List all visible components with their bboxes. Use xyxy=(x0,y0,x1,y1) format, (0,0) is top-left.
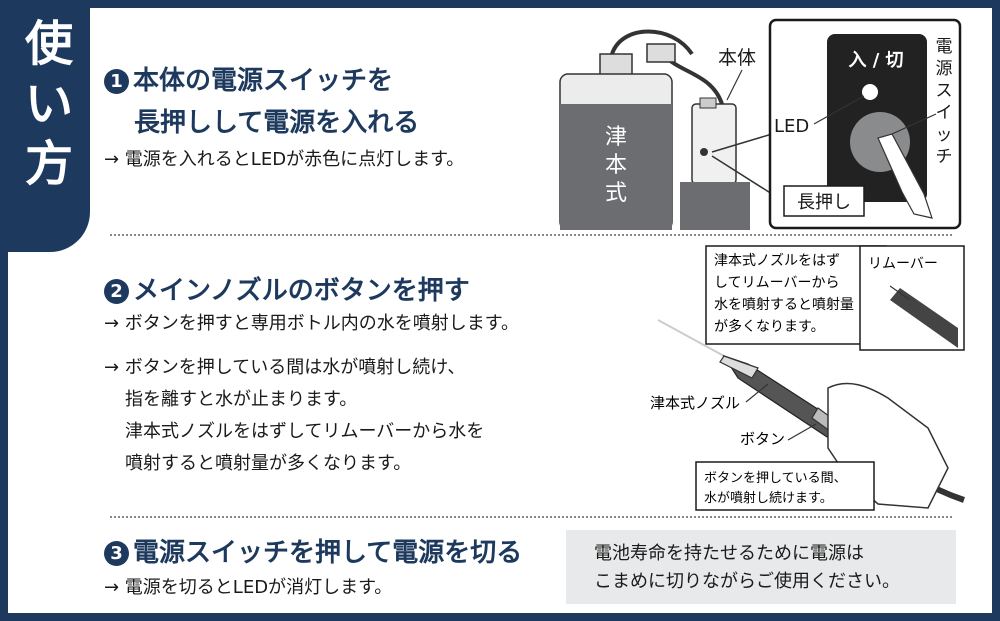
battery-note-line1: 電池寿命を持たせるために電源は xyxy=(594,543,864,564)
remover-tip xyxy=(890,288,958,348)
side-tab: 使 い 方 xyxy=(8,8,90,252)
button-callout-text: ボタンを押している間、 xyxy=(704,471,847,486)
body-label: 本体 xyxy=(718,47,756,69)
step1-title-line1: 本体の電源スイッチを xyxy=(133,66,394,96)
nozzle-tip xyxy=(719,355,759,379)
section-divider xyxy=(110,516,952,518)
power-switch-label-char: ッ xyxy=(936,125,953,145)
step2-description-2: → ボタンを押している間は水が噴射し続け、 指を離すと水が止まります。 津本式ノ… xyxy=(104,352,484,480)
hose-line xyxy=(610,29,694,56)
button-callout-text: 水が噴射し続けます。 xyxy=(704,490,833,506)
step3-number-badge: 3 xyxy=(104,541,129,566)
main-unit-holder xyxy=(680,182,750,230)
led-label-line xyxy=(813,95,865,125)
side-tab-label: 使 い 方 xyxy=(8,14,90,194)
step1-title-line2: 長押しして電源を入れる xyxy=(134,108,420,138)
step3-title-text: 電源スイッチを押して電源を切る xyxy=(133,538,523,568)
remover-label-line xyxy=(889,285,911,301)
nozzle-illustration: 津本式ノズルをはず してリムーバーから 水を噴射すると噴射量 が多くなります。 … xyxy=(650,245,965,511)
zoom-line xyxy=(711,133,773,153)
power-switch-label-char: チ xyxy=(936,147,953,167)
side-tab-char: 方 xyxy=(24,136,73,192)
remover-callout-text: してリムーバーから xyxy=(714,275,839,291)
button-label-line xyxy=(787,423,817,441)
power-switch-label-char: 源 xyxy=(936,59,953,79)
step2-description-2-line3: 津本式ノズルをはずしてリムーバーから水を xyxy=(125,421,485,442)
step3-description: → 電源を切るとLEDが消灯します。 xyxy=(104,577,393,598)
long-press-label: 長押し xyxy=(797,192,851,213)
on-off-label: 入 / 切 xyxy=(848,50,903,71)
step2-description-2-line4: 噴射すると噴射量が多くなります。 xyxy=(125,453,412,474)
side-tab-char: 使 xyxy=(24,16,73,72)
remover-callout-text: 津本式ノズルをはず xyxy=(714,253,840,269)
bottle-sleeve xyxy=(560,104,672,230)
bottle-cap xyxy=(599,53,633,77)
unit-switch-dot xyxy=(700,148,708,156)
battery-note-text: 電池寿命を持たせるために電源は こまめに切りながらご使用ください。 xyxy=(594,540,900,596)
body-label-line xyxy=(726,69,743,101)
led-label: LED xyxy=(774,116,809,137)
zoom-line xyxy=(711,155,773,195)
main-unit xyxy=(691,103,737,185)
side-tab-char: い xyxy=(24,76,73,132)
power-switch-label-line xyxy=(891,113,937,135)
nozzle-label: 津本式ノズル xyxy=(650,394,740,412)
power-switch-label-char: 電 xyxy=(936,37,953,57)
power-switch-illustration: 津 本 式 本体 入 / 切 LED 電 源 ス イ ッ チ 長押し xyxy=(559,18,962,230)
remover-label: リムーバー xyxy=(868,256,938,272)
step2-number-badge: 2 xyxy=(104,279,129,304)
nozzle-label-line xyxy=(745,383,769,403)
power-switch-label-char: ス xyxy=(936,81,953,101)
bottle-text: 式 xyxy=(605,181,627,206)
bottle-text: 本 xyxy=(605,153,627,178)
button-callout xyxy=(695,461,875,511)
remover-callout-text: が多くなります。 xyxy=(714,318,825,335)
long-press-box xyxy=(783,185,865,217)
battery-note: 電池寿命を持たせるために電源は こまめに切りながらご使用ください。 xyxy=(566,530,956,604)
step1-description: → 電源を入れるとLEDが赤色に点灯します。 xyxy=(104,149,465,170)
remover-callout-text: 水を噴射すると噴射量 xyxy=(714,297,854,313)
step2-description-1: → ボタンを押すと専用ボトル内の水を噴射します。 xyxy=(104,313,520,334)
step2-description-2-line2: 指を離すと水が止まります。 xyxy=(125,389,358,410)
section-divider xyxy=(110,234,952,236)
step1-number-badge: 1 xyxy=(104,69,129,94)
led-indicator xyxy=(862,84,878,100)
remover-callout xyxy=(705,245,887,345)
water-spray xyxy=(657,319,725,357)
step2-title-text: メインノズルのボタンを押す xyxy=(133,276,470,306)
main-unit-cap xyxy=(699,97,717,109)
power-switch-label-char: イ xyxy=(936,103,953,123)
step2-description-2-line1: → ボタンを押している間は水が噴射し続け、 xyxy=(104,357,466,378)
battery-note-line2: こまめに切りながらご使用ください。 xyxy=(594,571,900,592)
bottle-cap xyxy=(646,43,676,63)
button-label: ボタン xyxy=(740,430,785,448)
bottle-text: 津 xyxy=(605,125,627,150)
